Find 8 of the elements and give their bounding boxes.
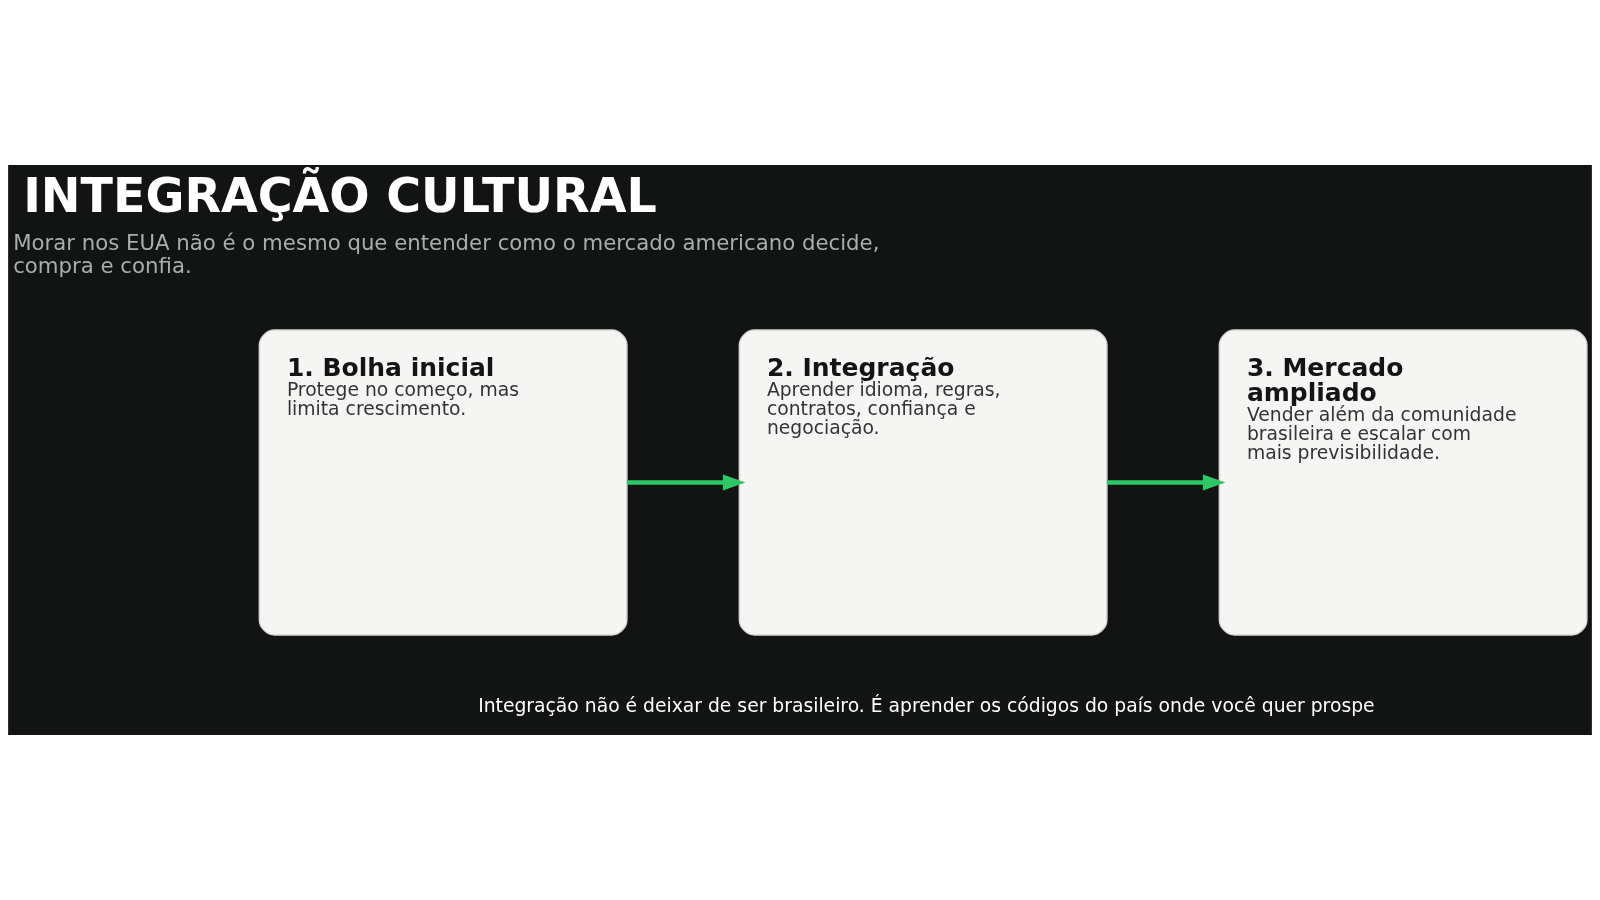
arrow <box>1107 474 1226 491</box>
label: Morar nos EUA não é o mesmo que entender como o mercado americano decide, compra e confia. <box>13 229 880 279</box>
arrow <box>627 474 746 491</box>
diagram-title: INTEGRAÇÃO CULTURAL <box>23 167 657 223</box>
label: Integração não é deixar de ser brasileiro. É aprender os códigos do país onde você quer prospe <box>478 694 1375 716</box>
node-box: 1. Bolha inicial Protege no começo, mas limita crescimento. <box>258 329 628 636</box>
node-box: 2. Integração Aprender idioma, regras, contratos, confiança e negociação. <box>738 329 1108 636</box>
node-box: 3. Mercado ampliado Vender além da comunidade brasileira e escalar com mais previsibilidade. <box>1218 329 1588 636</box>
